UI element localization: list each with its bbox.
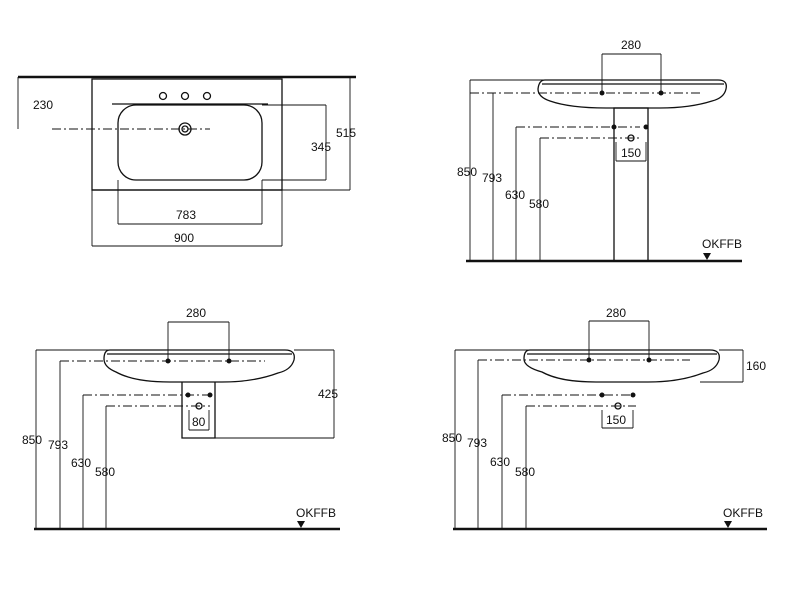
floor-marker-icon: [297, 521, 305, 528]
basin-profile: [103, 349, 295, 383]
floor-label: OKFFB: [296, 506, 336, 520]
floor-marker-icon: [724, 521, 732, 528]
basin-profile: [523, 349, 720, 383]
dim-580: 580: [529, 197, 549, 211]
waste-outlet: [614, 402, 622, 410]
dim-280: 280: [621, 38, 641, 52]
top-view: 230 345 515 783 900: [17, 75, 356, 247]
dim-345: 345: [311, 140, 331, 154]
half-pedestal-view: 280 425 850 793 630 580 80 OKFFB: [22, 306, 340, 531]
dim-425: 425: [318, 387, 338, 401]
waste-outlet: [195, 402, 203, 410]
dim-630: 630: [505, 188, 525, 202]
tap-point-right: [646, 357, 652, 363]
dim-850: 850: [457, 165, 477, 179]
dim-580: 580: [515, 465, 535, 479]
dim-150: 150: [621, 146, 641, 160]
dim-630: 630: [71, 456, 91, 470]
dim-850: 850: [22, 433, 42, 447]
dim-280: 280: [186, 306, 206, 320]
floor-label: OKFFB: [702, 237, 742, 251]
wall-hung-view: 280 160 850 793 630 580 150 OKFFB: [442, 306, 767, 531]
supply-point-left: [185, 392, 191, 398]
half-pedestal: [181, 382, 216, 439]
supply-point-left: [611, 124, 617, 130]
supply-point-right: [630, 392, 636, 398]
dim-783: 783: [176, 208, 196, 222]
dim-230: 230: [33, 98, 53, 112]
floor-label: OKFFB: [723, 506, 763, 520]
dim-150: 150: [606, 413, 626, 427]
dim-793: 793: [482, 171, 502, 185]
dim-160: 160: [746, 359, 766, 373]
dim-280: 280: [606, 306, 626, 320]
dim-630: 630: [490, 455, 510, 469]
dim-793: 793: [48, 438, 68, 452]
supply-point-left: [599, 392, 605, 398]
tap-point-right: [658, 90, 664, 96]
tap-point-left: [165, 358, 171, 364]
tap-hole-center: [180, 91, 190, 101]
tap-point-left: [586, 357, 592, 363]
basin-profile: [537, 79, 727, 109]
floor-marker-icon: [703, 253, 711, 260]
pedestal-view: 280 850 793 630 580 150 OKFFB: [457, 38, 742, 263]
supply-point-right: [643, 124, 649, 130]
tap-point-right: [226, 358, 232, 364]
tap-hole-right: [202, 91, 212, 101]
tap-point-left: [599, 90, 605, 96]
bowl-outline: [117, 104, 263, 181]
pedestal: [613, 107, 649, 262]
dim-900: 900: [174, 231, 194, 245]
dim-850: 850: [442, 431, 462, 445]
dim-793: 793: [467, 436, 487, 450]
supply-point-right: [207, 392, 213, 398]
dim-80: 80: [192, 415, 206, 429]
dim-515: 515: [336, 126, 356, 140]
waste-outlet: [627, 134, 635, 142]
tap-hole-left: [158, 91, 168, 101]
dim-580: 580: [95, 465, 115, 479]
